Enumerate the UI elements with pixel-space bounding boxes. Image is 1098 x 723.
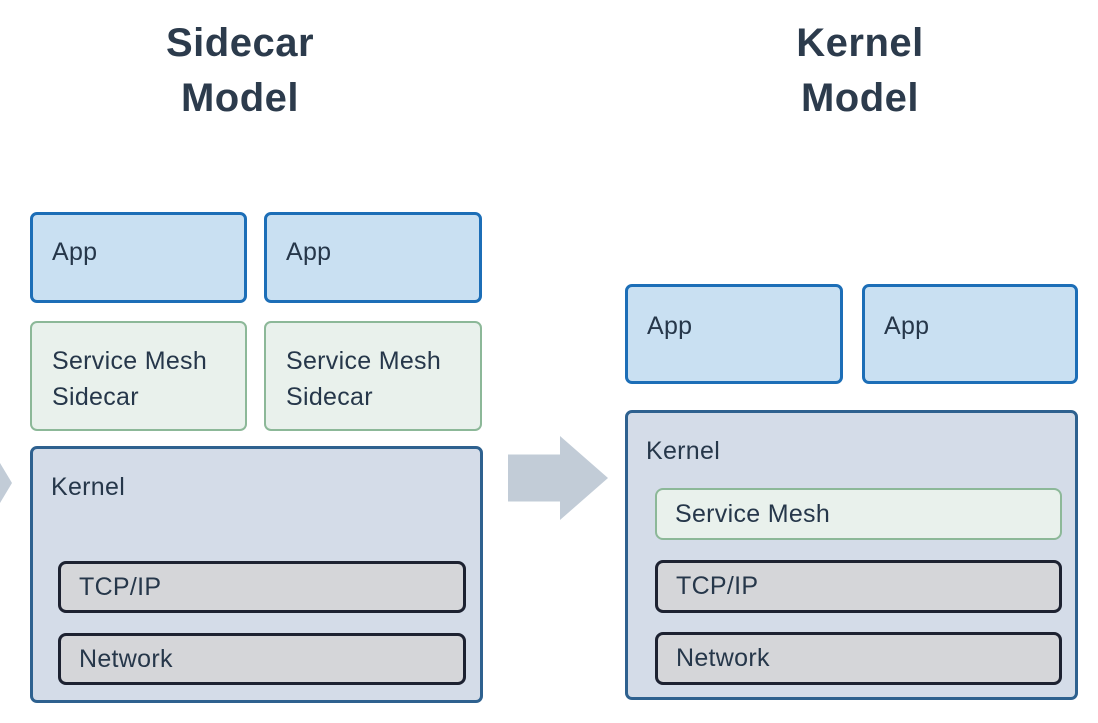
left-app-label-1: App — [52, 238, 98, 266]
left-app-label-2: App — [286, 238, 332, 266]
right-network-label: Network — [676, 644, 770, 672]
left-tcpip-label: TCP/IP — [79, 572, 162, 601]
service-mesh-sidecar-box-2: Service Mesh Sidecar — [264, 321, 482, 431]
left-network-label: Network — [79, 644, 173, 673]
sidecar-model-title: Sidecar Model — [90, 16, 390, 126]
service-mesh-sidecar-2-line2: Sidecar — [286, 383, 373, 411]
right-service-mesh-box: Service Mesh — [655, 488, 1062, 540]
left-app-box-1: App — [30, 212, 247, 303]
left-network-box: Network — [58, 633, 466, 685]
kernel-model-title-line1: Kernel — [796, 21, 924, 65]
right-app-box-1: App — [625, 284, 843, 384]
right-service-mesh-label: Service Mesh — [675, 499, 831, 528]
kernel-model-title-line2: Model — [800, 76, 920, 120]
left-app-box-2: App — [264, 212, 482, 303]
service-mesh-sidecar-1-line2: Sidecar — [52, 383, 139, 411]
kernel-model-title: Kernel Model — [710, 16, 1010, 126]
right-app-box-2: App — [862, 284, 1078, 384]
right-tcpip-box: TCP/IP — [655, 560, 1062, 613]
service-mesh-sidecar-box-1: Service Mesh Sidecar — [30, 321, 247, 431]
service-mesh-sidecar-2-line1: Service Mesh — [286, 347, 442, 375]
left-tcpip-box: TCP/IP — [58, 561, 466, 613]
right-kernel-label: Kernel — [646, 437, 721, 465]
edge-right-arrow-tip-icon — [0, 463, 12, 503]
right-app-label-2: App — [884, 312, 930, 340]
right-tcpip-label: TCP/IP — [676, 572, 759, 600]
sidecar-model-title-line2: Model — [180, 76, 300, 120]
left-kernel-label: Kernel — [51, 473, 126, 501]
left-kernel-box: Kernel TCP/IP Network — [30, 446, 483, 703]
service-mesh-sidecar-1-line1: Service Mesh — [52, 347, 208, 375]
sidecar-model-title-line1: Sidecar — [165, 21, 315, 65]
transition-right-arrow-icon — [508, 436, 608, 520]
right-network-box: Network — [655, 632, 1062, 685]
right-app-label-1: App — [647, 312, 693, 340]
right-kernel-box: Kernel Service Mesh TCP/IP Network — [625, 410, 1078, 700]
